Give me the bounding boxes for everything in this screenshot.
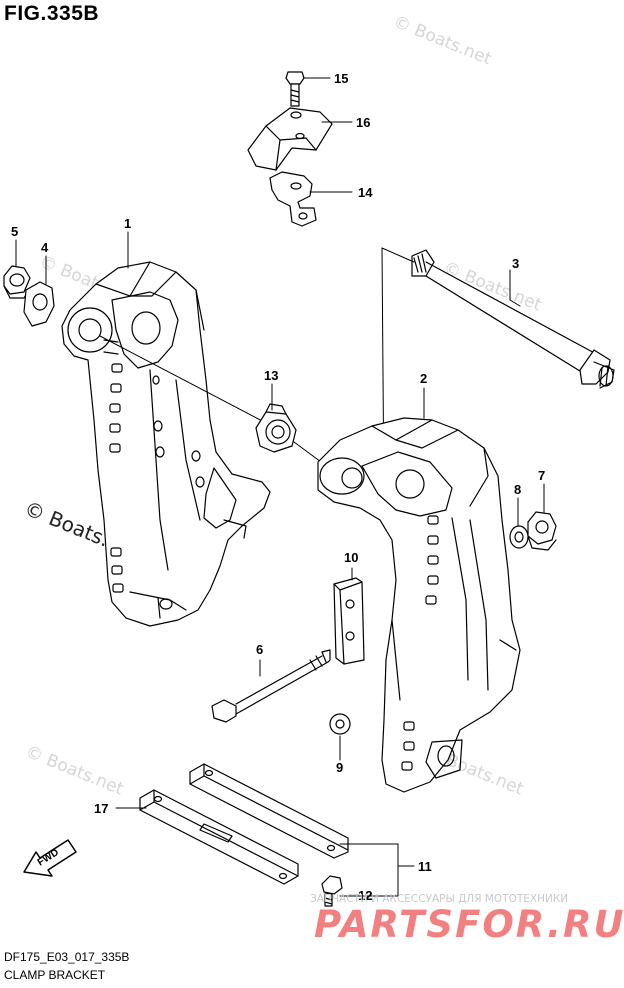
callout-9: 9	[336, 760, 343, 775]
callout-7: 7	[538, 468, 545, 483]
part-12-bolt	[321, 875, 343, 907]
fwd-arrow-icon	[23, 839, 77, 877]
callout-4: 4	[41, 240, 49, 255]
diagram-code: DF175_E03_017_335B	[4, 950, 130, 964]
diagram-name: CLAMP BRACKET	[4, 968, 106, 982]
callout-13: 13	[264, 368, 278, 383]
part-4-washer	[23, 281, 55, 327]
callout-11: 11	[418, 859, 432, 874]
part-16-plate	[247, 107, 333, 171]
part-11-pads	[139, 763, 349, 885]
part-9-washer	[329, 713, 351, 735]
callout-12: 12	[358, 888, 372, 903]
part-14-bracket	[269, 171, 317, 227]
callout-3: 3	[512, 256, 519, 271]
watermark-ru-caption: ЗАПЧАСТИ И АКСЕССУАРЫ ДЛЯ МОТОТЕХНИКИ	[310, 893, 569, 905]
callout-17: 17	[94, 801, 108, 816]
figure-title: FIG.335B	[4, 2, 100, 25]
callout-6: 6	[256, 642, 263, 657]
part-7-nut	[527, 511, 557, 551]
callout-2: 2	[420, 371, 427, 386]
callout-5: 5	[11, 224, 18, 239]
part-1-clamp-bracket	[61, 261, 271, 627]
callout-14: 14	[358, 185, 373, 200]
callout-15: 15	[334, 71, 348, 86]
part-10-plate	[333, 577, 365, 665]
part-6-long-bolt	[211, 649, 331, 723]
leader-lines	[15, 77, 545, 897]
callout-8: 8	[514, 482, 521, 497]
callout-10: 10	[344, 550, 358, 565]
callout-1: 1	[124, 216, 131, 231]
part-15-bolt	[285, 71, 305, 107]
part-8-washer	[509, 525, 529, 549]
part-13-bushing	[255, 403, 297, 453]
callout-16: 16	[356, 115, 370, 130]
part-3-tilt-tube	[411, 249, 615, 389]
part-2-clamp-bracket	[317, 417, 521, 793]
watermark-ru-logo: PARTSFOR.RU	[314, 903, 624, 946]
